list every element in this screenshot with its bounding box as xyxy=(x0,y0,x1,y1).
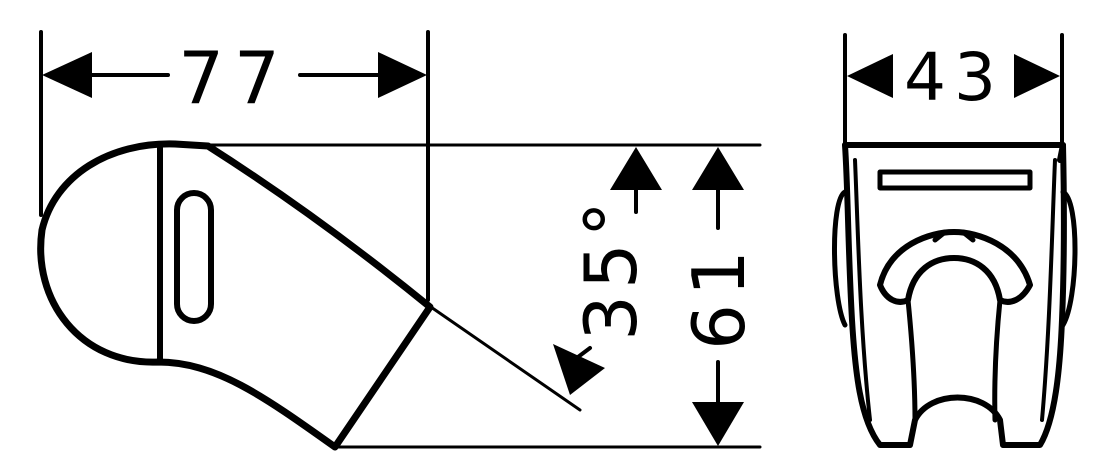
holder-channel-left xyxy=(905,297,918,423)
dimension-height-61: 61 xyxy=(677,147,761,446)
dimension-label-61: 61 xyxy=(677,242,761,350)
holder-front-outer xyxy=(842,142,1067,448)
holder-channel-right xyxy=(992,297,1003,423)
holder-clip-left xyxy=(832,189,848,328)
dimension-label-77: 77 xyxy=(178,36,290,120)
holder-front-top xyxy=(842,142,1066,163)
arrowhead-left xyxy=(42,52,92,98)
angle-extension-line xyxy=(426,303,582,412)
arrowhead-angle-top xyxy=(610,147,662,190)
arrowhead-front-left xyxy=(847,54,893,98)
holder-cradle-notch xyxy=(932,229,976,243)
holder-inner-edge-right xyxy=(1040,158,1057,422)
arrowhead-height-top xyxy=(692,147,744,190)
front-view: 43 xyxy=(832,33,1078,448)
dimension-label-35: 35° xyxy=(569,195,653,341)
arrowhead-angle-bottom xyxy=(553,344,605,395)
arrowhead-right xyxy=(378,52,427,98)
dimension-angle-35: 35° xyxy=(553,147,662,395)
holder-side-outline xyxy=(37,140,434,451)
holder-inner-edge-left xyxy=(853,158,872,422)
dimension-width-77: 77 xyxy=(42,36,427,120)
holder-cradle xyxy=(877,229,1033,305)
arrowhead-front-right xyxy=(1014,54,1060,98)
dimension-width-43: 43 xyxy=(847,39,1060,116)
holder-front-slot xyxy=(877,169,1033,191)
holder-slot xyxy=(174,190,214,324)
side-view: 77 35° 61 xyxy=(37,30,762,451)
dimension-label-43: 43 xyxy=(904,39,1004,116)
arrowhead-height-bottom xyxy=(692,402,744,446)
holder-clip-right xyxy=(1060,189,1078,328)
